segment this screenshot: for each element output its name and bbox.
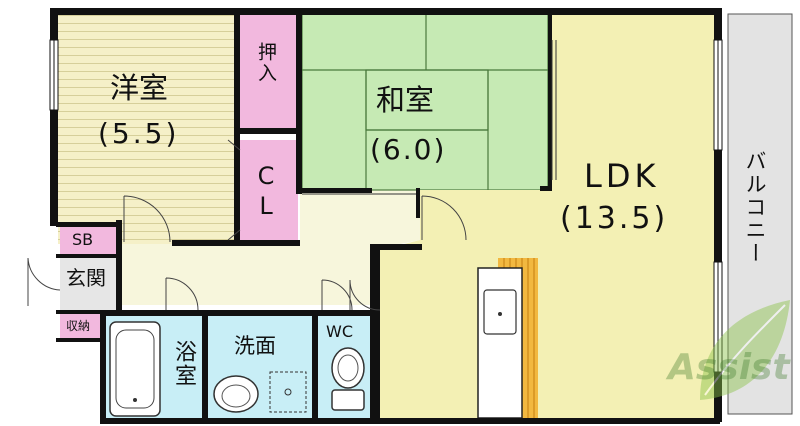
shoe-box-floor: [60, 226, 116, 256]
entrance-floor: [60, 258, 118, 310]
sink-drain: [498, 312, 502, 316]
oshiire-floor: [238, 14, 298, 130]
windows: [49, 39, 723, 373]
storage-label: 収納: [66, 319, 91, 333]
watermark-leaf-icon: [700, 300, 790, 400]
storage-floor: [60, 314, 100, 340]
ldk-size: (13.5): [560, 201, 669, 236]
bathtub-drain: [133, 398, 137, 402]
sliding-doors: [302, 40, 557, 195]
entrance-label: 玄関: [66, 266, 106, 290]
wash-basin-bowl: [221, 384, 251, 408]
closet-floor: [238, 140, 298, 246]
washing-machine-drain: [284, 388, 292, 396]
western-room-hatch: [58, 14, 238, 244]
western-room-size: (5.5): [98, 117, 180, 150]
closet-label: CL: [252, 162, 280, 222]
japanese-room-name: 和室: [376, 83, 435, 117]
ldk-name: LDK: [584, 157, 660, 195]
shoe-box-label: SB: [72, 230, 94, 249]
washing-machine-space: [269, 371, 307, 413]
bathroom-label: 浴室: [171, 340, 196, 388]
oshiire-label: 押入: [255, 42, 277, 84]
doors: [27, 139, 467, 311]
washroom-label: 洗面: [234, 334, 276, 358]
ldk-floor: [380, 14, 718, 420]
watermark-text: Assist: [668, 347, 790, 388]
western-room-name: 洋室: [110, 71, 169, 105]
toilet-label: WC: [326, 322, 353, 341]
walls: [50, 8, 722, 424]
balcony-label: バルコニー: [743, 150, 767, 265]
japanese-room-size: (6.0): [370, 133, 447, 166]
japanese-room-floor: [302, 14, 548, 190]
balcony-floor: [727, 13, 793, 415]
toilet-seat: [337, 354, 359, 382]
bathtub-inner: [115, 329, 155, 409]
toilet-tank: [331, 389, 365, 411]
hallway-floor: [120, 190, 420, 305]
